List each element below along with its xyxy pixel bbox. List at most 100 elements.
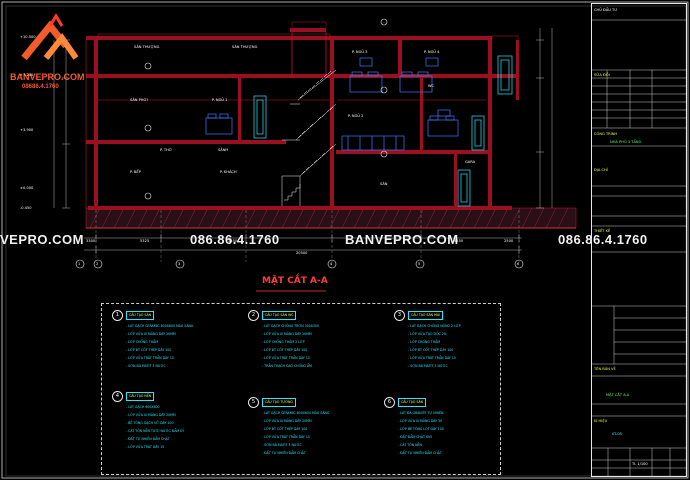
note-line: SƠN BẢ MATIT 3 NƯỚC	[126, 362, 193, 370]
level-label: -0.450	[20, 206, 32, 210]
note-heading: CẤU TẠO SÀN	[126, 311, 155, 320]
axis-label: 3	[178, 262, 181, 266]
level-label: +10.500	[20, 35, 36, 39]
note-line: LỚP BT CỐT THÉP DÀY 100	[126, 346, 193, 354]
note-line: LỚP CHỐNG THẤM 2 LỚP	[262, 338, 319, 346]
revisions-label: SỬA ĐỔI	[594, 73, 610, 77]
note-group: 1 CẤU TẠO SÀN LÁT GẠCH CERAMIC 600X600 M…	[112, 310, 193, 370]
note-line: LỚP VỮA XI MĂNG DÀY 20MM	[262, 330, 319, 338]
brand-name: BANVEPRO.COM	[10, 72, 85, 82]
note-line: LỚP VỮA TRÁT TRẦN DÀY 15	[262, 433, 329, 441]
room-label: GARA	[465, 160, 476, 164]
dimension-label: 3250	[228, 239, 238, 243]
title-block	[591, 3, 687, 477]
room-label: SÂN PHƠI	[130, 98, 148, 102]
note-line: LỚP CHỐNG THẤM	[408, 338, 461, 346]
sheet-label: KÍ HIỆU	[594, 419, 608, 423]
drawing-title: MẶT CẮT A-A	[262, 276, 328, 286]
note-line: CÁT TÔN NỀN	[398, 441, 444, 449]
drawing-name: MẶT CẮT A-A	[606, 393, 630, 397]
note-heading: CẤU TẠO TƯỜNG	[262, 398, 296, 407]
note-group: 5 CẤU TẠO TƯỜNG LÁT GẠCH CERAMIC 600X600…	[248, 397, 329, 457]
note-line: ĐẤT TỰ NHIÊN ĐẦM CHẶT	[262, 449, 329, 457]
level-label: +3.900	[20, 128, 34, 132]
level-label: +7.200	[20, 73, 34, 77]
address-label: ĐỊA CHỈ	[594, 168, 608, 172]
note-number: 1	[112, 310, 123, 321]
axis-label: 4	[330, 262, 333, 266]
dimension-label: 3300	[86, 239, 96, 243]
note-line: LỚP BÊ TÔNG LÓT DÀY 100	[398, 425, 444, 433]
room-label: SÂN THƯỢNG	[134, 45, 160, 49]
project-label: CÔNG TRÌNH	[594, 132, 618, 136]
owner-label: CHỦ ĐẦU TƯ	[594, 8, 618, 12]
note-line: LỚP VỮA TẠO DỐC 2%	[408, 330, 461, 338]
room-label: P. NGỦ 2	[348, 114, 364, 118]
note-line: SƠN BẢ MATIT 3 NƯỚC	[262, 441, 329, 449]
dimension-label: 4250	[454, 239, 464, 243]
watermark-phone: 086.86.4.1760	[558, 232, 648, 247]
axis-label: 1	[78, 262, 81, 266]
project-name: NHÀ PHỐ 3 TẦNG	[610, 140, 642, 144]
note-line: LỚP VỮA TRÁT TRẦN DÀY 15	[262, 354, 319, 362]
staircase	[281, 69, 337, 206]
axis-label: 6	[517, 262, 520, 266]
note-line: LỚP BT CỐT THÉP DÀY 100	[262, 346, 319, 354]
note-line: LÁT GẠCH CHỐNG TRƠN 300X300	[262, 322, 319, 330]
dimension-label: 2500	[504, 239, 514, 243]
note-line: TRẦN THẠCH CAO CHỐNG ẨM	[262, 362, 319, 370]
note-line: LÁT GẠCH CERAMIC 600X600 MÀU SÁNG	[262, 409, 329, 417]
ground-hatch	[85, 207, 577, 229]
dimension-total: 20500	[296, 251, 308, 255]
note-line: ĐẤT ĐẦM CHẶT K95	[398, 433, 444, 441]
note-number: 4	[112, 391, 123, 402]
note-line: LỚP BT CỐT THÉP DÀY 100	[408, 346, 461, 354]
axis-label: 5	[418, 262, 421, 266]
dimension-lines	[53, 28, 553, 254]
note-line: ĐẤT TỰ NHIÊN ĐẦM CHẶT	[398, 449, 444, 457]
room-label: P. NGỦ 4	[424, 50, 440, 54]
note-number: 5	[248, 397, 259, 408]
note-line: LÁT GẠCH 600X600	[126, 403, 184, 411]
brand-logo	[6, 12, 102, 96]
note-heading: CẤU TẠO SÂN	[398, 398, 427, 407]
note-line: SƠN BẢ MATIT 3 NƯỚC	[408, 362, 461, 370]
note-line: CÁT TÔN NỀN TƯỚI NƯỚC ĐẦM KỸ	[126, 427, 184, 435]
room-label: P. BẾP	[130, 170, 141, 174]
axis-bubbles	[75, 18, 524, 269]
room-label: WC	[428, 84, 435, 88]
room-label: P. KHÁCH	[220, 170, 237, 174]
watermark-phone: 086.86.4.1760	[190, 232, 280, 247]
doors	[253, 55, 513, 207]
designer-label: THIẾT KẾ	[594, 229, 611, 233]
note-line: LỚP VỮA XI MĂNG DÀY 20MM	[126, 330, 193, 338]
notes-panel	[101, 303, 501, 475]
furniture	[205, 57, 459, 151]
building-section	[85, 28, 519, 210]
note-line: LỚP CHỐNG THẤM	[126, 338, 193, 346]
note-line: LỚP VỮA TRÁT TRẦN DÀY 15	[126, 354, 193, 362]
house-logo-icon	[21, 13, 79, 61]
room-label: P. NGỦ 1	[212, 98, 228, 102]
note-group: 6 CẤU TẠO SÂN LÁT ĐÁ GRANITE TỰ NHIÊN LỚ…	[384, 397, 444, 457]
level-label: ±0.000	[20, 186, 34, 190]
room-label: P. NGỦ 3	[352, 50, 368, 54]
note-line: LÁT ĐÁ GRANITE TỰ NHIÊN	[398, 409, 444, 417]
note-line: LỚP VỮA XI MĂNG DÀY 20MM	[262, 417, 329, 425]
note-number: 3	[394, 310, 405, 321]
note-group: 2 CẤU TẠO SÀN WC LÁT GẠCH CHỐNG TRƠN 300…	[248, 310, 319, 370]
note-line: LÁT GẠCH CERAMIC 600X600 MÀU SÁNG	[126, 322, 193, 330]
watermark-site: BANVEPRO.COM	[345, 232, 459, 247]
note-line: BÊ TÔNG GẠCH VỠ DÀY 100	[126, 419, 184, 427]
room-label: SẢNH	[218, 148, 229, 152]
roof-railing	[97, 21, 519, 40]
axis-label: 2	[96, 262, 99, 266]
note-number: 6	[384, 397, 395, 408]
room-label: SÂN	[380, 182, 388, 186]
note-line: LÁT GẠCH CHỐNG NÓNG 2 LỚP	[408, 322, 460, 330]
note-heading: CẤU TẠO SÀN WC	[262, 311, 297, 320]
drawing-name-label: TÊN BẢN VẼ	[594, 367, 616, 371]
sheet-number: KT-08	[612, 432, 622, 436]
